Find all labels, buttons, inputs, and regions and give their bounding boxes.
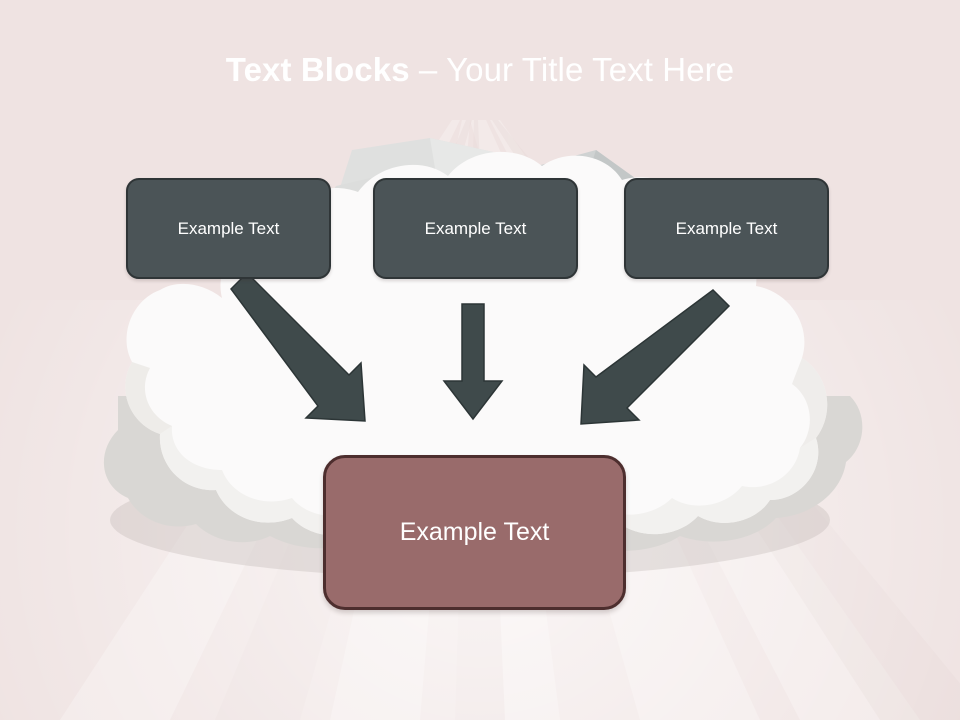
text-block-3[interactable]: Example Text bbox=[624, 178, 829, 279]
text-block-3-label: Example Text bbox=[675, 218, 778, 238]
text-block-1[interactable]: Example Text bbox=[126, 178, 331, 279]
main-text-block[interactable]: Example Text bbox=[323, 455, 626, 610]
slide-title-separator: – bbox=[409, 51, 447, 88]
text-block-2[interactable]: Example Text bbox=[373, 178, 578, 279]
slide-title: Text Blocks – Your Title Text Here bbox=[0, 50, 960, 90]
text-block-1-label: Example Text bbox=[177, 218, 280, 238]
slide-title-bold: Text Blocks bbox=[225, 51, 410, 88]
text-block-2-label: Example Text bbox=[424, 218, 527, 238]
main-text-block-label: Example Text bbox=[399, 518, 550, 546]
slide-title-regular: Your Title Text Here bbox=[446, 51, 735, 88]
